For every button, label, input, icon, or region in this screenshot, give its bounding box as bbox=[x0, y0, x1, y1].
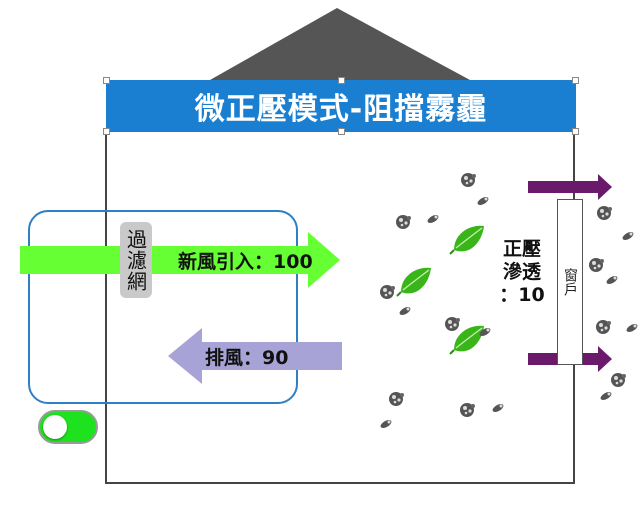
roof bbox=[210, 8, 470, 80]
filter-label: 過濾網 bbox=[123, 228, 148, 292]
resize-handle[interactable] bbox=[103, 128, 110, 135]
window: 窗戶 bbox=[557, 199, 583, 365]
title-banner[interactable]: 微正壓模式-阻擋霧霾 bbox=[103, 77, 579, 135]
resize-handle[interactable] bbox=[572, 128, 579, 135]
diagram-title: 微正壓模式-阻擋霧霾 bbox=[194, 92, 488, 127]
resize-handle[interactable] bbox=[338, 128, 345, 135]
inflow-label: 新風引入：100 bbox=[178, 251, 313, 273]
resize-handle[interactable] bbox=[572, 77, 579, 84]
toggle-knob[interactable] bbox=[43, 415, 67, 439]
filter-boundary bbox=[28, 210, 298, 404]
window-label: 窗戶 bbox=[562, 268, 578, 296]
resize-handle[interactable] bbox=[338, 77, 345, 84]
mode-toggle[interactable] bbox=[38, 410, 98, 444]
filter-label-box: 過濾網 bbox=[120, 222, 152, 298]
rotate-handle-icon[interactable] bbox=[336, 59, 347, 70]
exhaust-label: 排風：90 bbox=[205, 347, 289, 369]
resize-handle[interactable] bbox=[103, 77, 110, 84]
positive-pressure-label: 正壓 滲透 ：10 bbox=[499, 238, 545, 306]
